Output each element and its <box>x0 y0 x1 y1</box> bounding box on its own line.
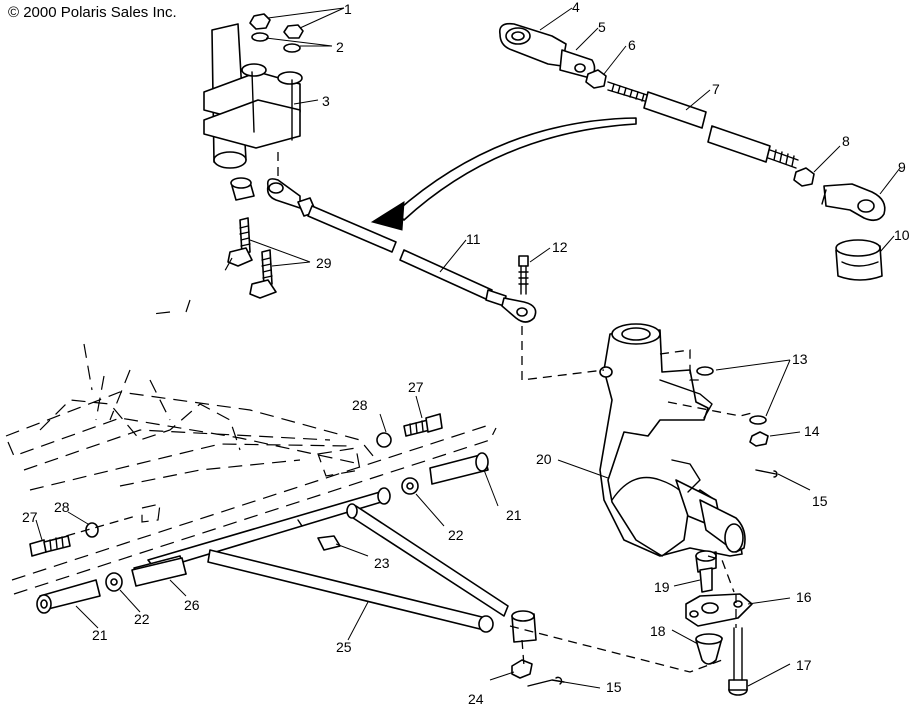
tie-rod-inner-section <box>307 205 397 253</box>
callout-7: 7 <box>712 81 720 97</box>
callout-18: 18 <box>650 623 666 639</box>
adjuster-tube-7 <box>607 81 799 169</box>
callout-15-lower: 15 <box>606 679 622 695</box>
cotter-pin-15-lower <box>527 676 565 687</box>
callout-13: 13 <box>792 351 808 367</box>
grommet-18 <box>695 633 723 665</box>
assembly-guides <box>51 152 757 673</box>
callout-22-right: 22 <box>448 527 464 543</box>
jam-nut-6 <box>585 69 607 89</box>
callout-14: 14 <box>804 423 820 439</box>
callout-24: 24 <box>468 691 484 705</box>
callout-16: 16 <box>796 589 812 605</box>
callout-26: 26 <box>184 597 200 613</box>
washer-28-right <box>376 432 392 448</box>
sleeve-26 <box>131 557 187 587</box>
callout-19: 19 <box>654 579 670 595</box>
callout-8: 8 <box>842 133 850 149</box>
callout-2: 2 <box>336 39 344 55</box>
grease-zerk-12 <box>518 255 529 295</box>
callout-17: 17 <box>796 657 812 673</box>
callout-10: 10 <box>894 227 909 243</box>
callout-12: 12 <box>552 239 568 255</box>
bushing-22-left <box>105 572 123 592</box>
callout-6: 6 <box>628 37 636 53</box>
bushing-21-right <box>429 452 489 485</box>
tie-rod-end-inner <box>266 178 317 217</box>
callout-27-left: 27 <box>22 509 38 525</box>
callout-9: 9 <box>898 159 906 175</box>
callout-28-left: 28 <box>54 499 70 515</box>
callout-28-right: 28 <box>352 397 368 413</box>
castle-nut-14 <box>749 431 769 447</box>
frame-outline <box>5 257 497 595</box>
rod-end-9 <box>821 183 886 222</box>
callout-27-right: 27 <box>408 379 424 395</box>
bolt-27-right <box>403 413 443 437</box>
cotter-pin-15-upper <box>755 469 778 478</box>
bolt-29-a <box>227 217 253 267</box>
washer-13 <box>696 366 767 425</box>
bushing-22-right <box>401 477 419 495</box>
callout-3: 3 <box>322 93 330 109</box>
callout-5: 5 <box>598 19 606 35</box>
leader-lines <box>35 7 901 689</box>
callout-25: 25 <box>336 639 352 655</box>
tie-rod-end-outer <box>485 289 537 323</box>
callout-labels: 1 2 3 4 5 6 7 8 9 10 11 12 13 14 15 16 1… <box>22 0 909 705</box>
callout-29: 29 <box>316 255 332 271</box>
spindle-20 <box>599 323 746 557</box>
plate-16 <box>685 593 753 627</box>
callout-4: 4 <box>572 0 580 15</box>
bolt-27-left <box>29 535 71 557</box>
tie-rod-11 <box>399 249 493 301</box>
castle-nut-24 <box>511 659 533 679</box>
jam-nut-8 <box>793 167 815 187</box>
callout-1: 1 <box>344 1 352 17</box>
ball-joint-housing <box>511 610 537 643</box>
callout-15-upper: 15 <box>812 493 828 509</box>
rod-end-4 <box>498 22 567 67</box>
washer-2 <box>251 32 301 53</box>
callout-20: 20 <box>536 451 552 467</box>
bolt-29-b <box>249 249 277 299</box>
locknut-1 <box>249 13 304 39</box>
callout-11: 11 <box>466 231 481 247</box>
steering-post <box>203 23 303 169</box>
assembly-arrow <box>370 117 637 231</box>
callout-21-left: 21 <box>92 627 108 643</box>
boot-10 <box>835 239 883 281</box>
bolt-17 <box>728 627 748 696</box>
bushing-21-left <box>36 579 101 614</box>
callout-23: 23 <box>374 555 390 571</box>
copyright-notice: © 2000 Polaris Sales Inc. <box>8 4 177 21</box>
callout-21-right: 21 <box>506 507 522 523</box>
bushing-under-bracket <box>230 177 255 201</box>
callout-22-left: 22 <box>134 611 150 627</box>
